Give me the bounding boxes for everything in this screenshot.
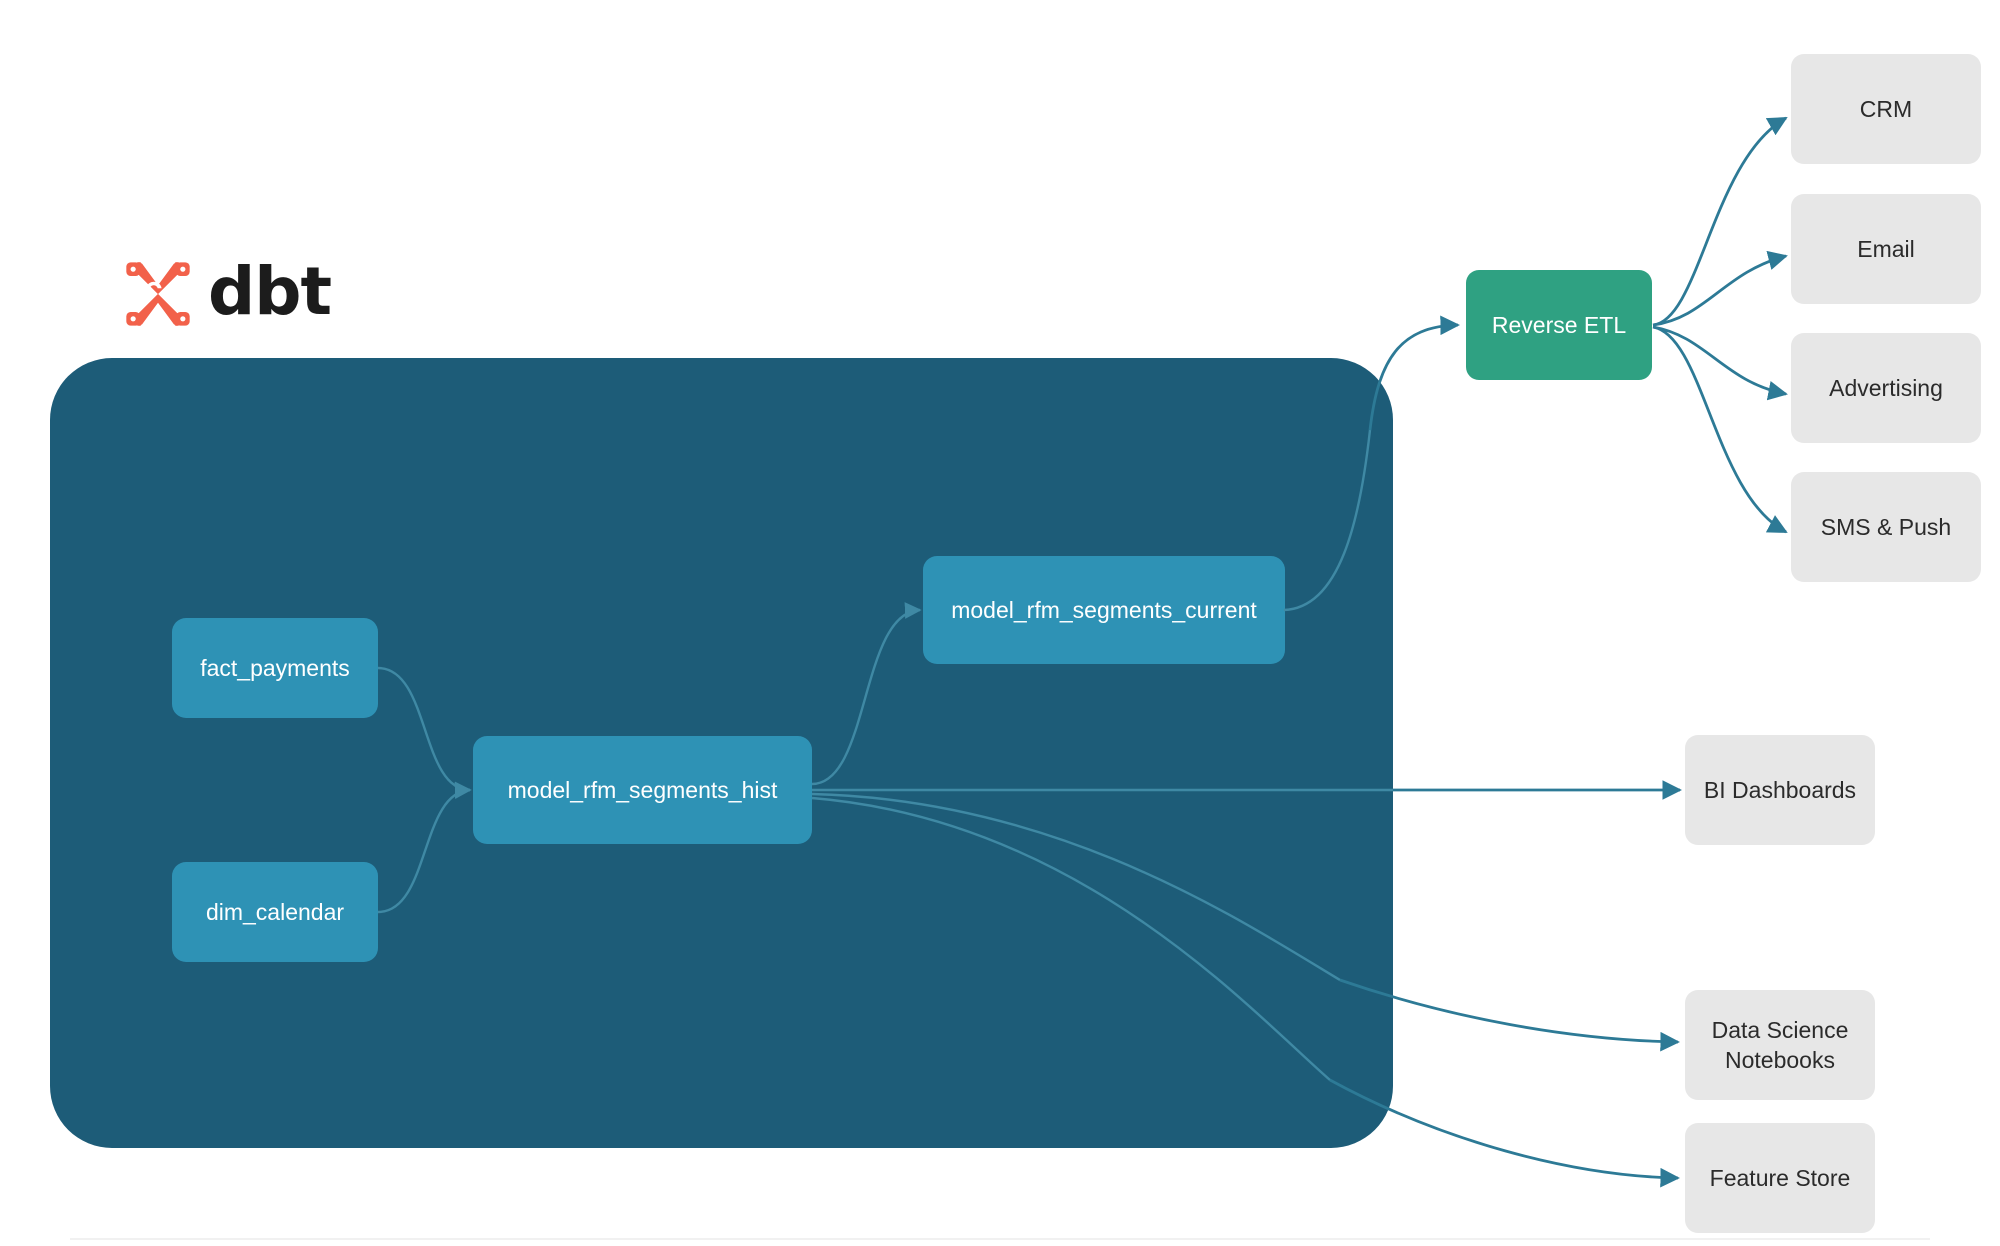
destination-node-advertising[interactable]: Advertising [1791,333,1981,443]
consumer-node-label: Feature Store [1709,1164,1851,1191]
consumer-node-data-science-notebooks[interactable]: Data Science Notebooks [1685,990,1875,1100]
consumer-node-label-line2: Notebooks [1725,1047,1835,1073]
consumer-node-label: BI Dashboards [1703,776,1857,803]
edge-reverse-etl-to-sms-push [1652,325,1788,534]
model-node-dim-calendar[interactable]: dim_calendar [172,862,378,962]
reverse-etl-node[interactable]: Reverse ETL [1466,270,1652,380]
edge-reverse-etl-to-advertising [1652,325,1788,401]
destination-node-label: CRM [1859,95,1913,122]
dbt-wordmark: dbt [208,253,332,330]
model-node-label: dim_calendar [205,898,345,925]
consumer-node-feature-store[interactable]: Feature Store [1685,1123,1875,1233]
consumer-node-bi-dashboards[interactable]: BI Dashboards [1685,735,1875,845]
model-node-label: fact_payments [200,654,350,681]
destination-node-label: Advertising [1829,374,1943,401]
consumer-node-label-line1: Data Science [1711,1016,1849,1043]
edge-reverse-etl-to-email [1652,250,1788,327]
model-node-label: model_rfm_segments_hist [507,776,778,803]
model-node-label: model_rfm_segments_current [951,596,1257,623]
destination-node-label: Email [1857,235,1915,262]
bottom-rule [70,1238,1930,1240]
destination-node-crm[interactable]: CRM [1791,54,1981,164]
reverse-etl-label: Reverse ETL [1491,311,1627,338]
destination-node-sms-push[interactable]: SMS & Push [1791,472,1981,582]
destination-node-email[interactable]: Email [1791,194,1981,304]
model-node-model-rfm-segments-hist[interactable]: model_rfm_segments_hist [473,736,812,844]
dbt-logo-icon [126,262,190,326]
model-node-fact-payments[interactable]: fact_payments [172,618,378,718]
edge-reverse-etl-to-crm [1652,116,1788,327]
dbt-logo: dbt [122,253,332,330]
model-node-model-rfm-segments-current[interactable]: model_rfm_segments_current [923,556,1285,664]
destination-node-label: SMS & Push [1820,513,1952,540]
